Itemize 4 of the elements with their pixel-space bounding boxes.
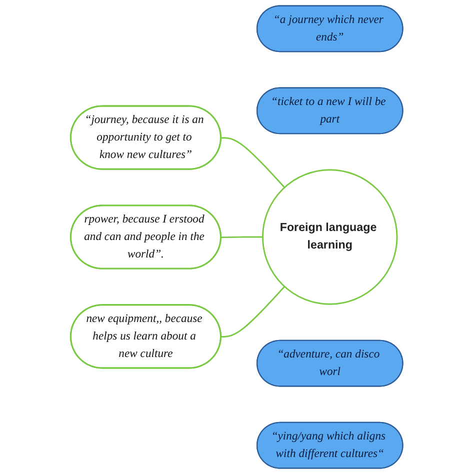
node-circle: Foreign language learning [262,169,398,305]
connector [221,236,264,238]
connector [221,137,286,188]
connector [221,286,286,338]
